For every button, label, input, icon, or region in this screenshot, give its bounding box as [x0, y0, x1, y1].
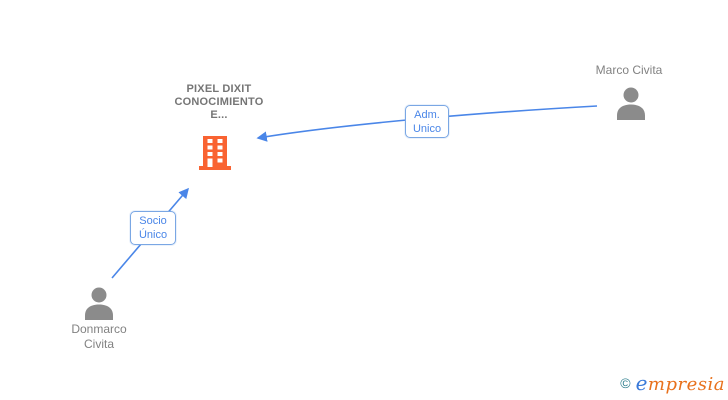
- person-label-marco-civita[interactable]: Marco Civita: [595, 63, 663, 77]
- person-icon-marco-civita[interactable]: [616, 87, 646, 120]
- relation-box-socio-unico[interactable]: Socio Único: [130, 211, 176, 245]
- empresia-logo: empresia: [636, 371, 725, 395]
- logo-letter-e: e: [635, 371, 648, 395]
- person-icon-donmarco-civita[interactable]: [84, 287, 114, 320]
- person-label-donmarco-civita[interactable]: Donmarco Civita: [44, 322, 154, 352]
- empresia-watermark: © empresia: [620, 371, 725, 395]
- person-name-line1: Donmarco: [71, 322, 127, 336]
- company-name-line1: PIXEL DIXIT: [186, 83, 252, 95]
- relation-label-line1: Adm.: [414, 108, 440, 121]
- building-icon[interactable]: [198, 135, 232, 171]
- relation-label-line1: Socio: [139, 215, 167, 227]
- logo-rest: mpresia: [647, 374, 725, 395]
- company-node-label[interactable]: PIXEL DIXIT CONOCIMIENTO E...: [119, 83, 319, 122]
- relation-label-line2: Unico: [412, 122, 442, 135]
- person-name-line2: Civita: [83, 337, 114, 351]
- company-name-line2: CONOCIMIENTO: [174, 96, 264, 108]
- relation-box-adm-unico[interactable]: Adm. Unico: [405, 105, 449, 138]
- relation-label-line2: Único: [138, 229, 168, 241]
- company-name-line3: E...: [210, 109, 228, 121]
- copyright-icon: ©: [620, 375, 631, 391]
